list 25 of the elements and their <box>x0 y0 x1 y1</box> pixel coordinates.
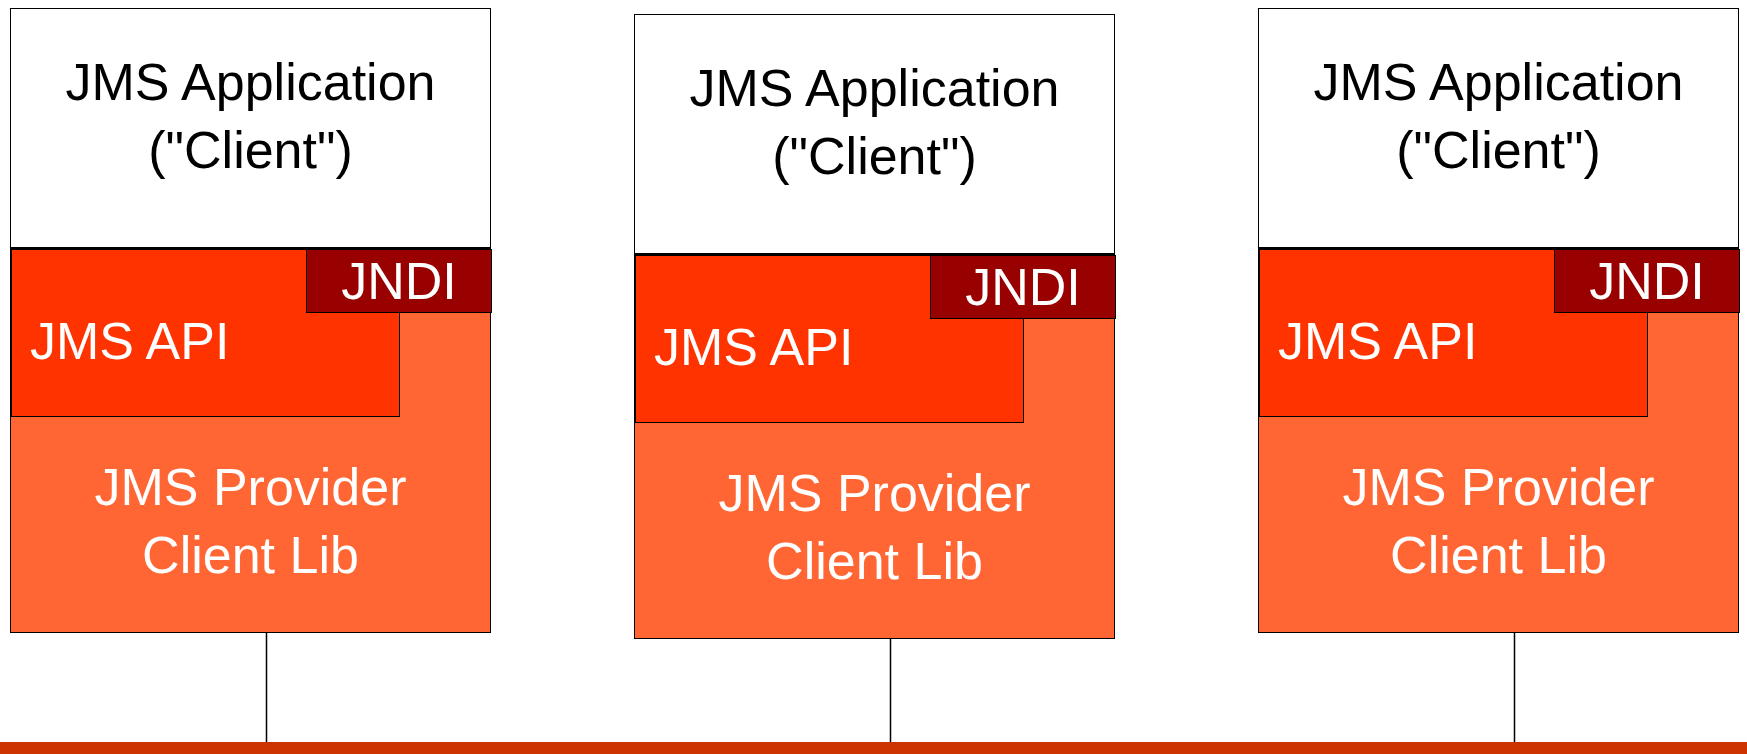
provider-library-box <box>10 248 491 633</box>
node-label: JMS Provider Client Lib <box>1341 457 1656 586</box>
jndi-box <box>306 249 492 313</box>
node-label: JMS API <box>1278 311 1478 372</box>
connector-line <box>1513 632 1516 743</box>
application-box <box>10 8 491 248</box>
node-label: JMS Application ("Client") <box>1312 52 1685 181</box>
node-label: JMS Application ("Client") <box>688 58 1061 187</box>
jndi-box <box>1554 249 1740 313</box>
node-label: JNDI <box>965 257 1081 318</box>
provider-library-box <box>1258 248 1739 633</box>
node-label: JMS API <box>30 311 230 372</box>
node-label: JMS Application ("Client") <box>64 52 437 181</box>
node-label: JNDI <box>1589 251 1705 312</box>
node-label: JMS Provider Client Lib <box>717 463 1032 592</box>
node-label: JMS API <box>654 317 854 378</box>
provider-library-box <box>634 254 1115 639</box>
application-box <box>634 14 1115 254</box>
jndi-box <box>930 255 1116 319</box>
bus-bar <box>0 742 1747 754</box>
node-label: JNDI <box>341 251 457 312</box>
node-label: JMS Provider Client Lib <box>93 457 408 586</box>
connector-line <box>889 638 892 743</box>
connector-line <box>265 632 268 743</box>
application-box <box>1258 8 1739 248</box>
